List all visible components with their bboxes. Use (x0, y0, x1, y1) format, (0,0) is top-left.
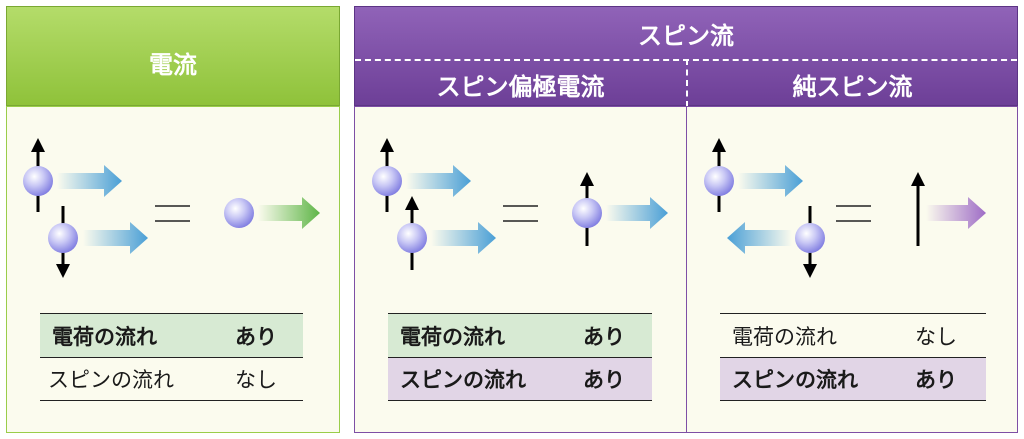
polarized-charge-row: 電荷の流れ あり (388, 314, 652, 357)
equals-sign (836, 205, 871, 222)
equals-sign (155, 205, 190, 222)
current-spin-label: スピンの流れ (48, 367, 174, 392)
electron-no-spin-icon (224, 198, 254, 228)
spin-current-header: スピン流 スピン偏極電流 純スピン流 (354, 6, 1018, 107)
current-charge-value: あり (235, 324, 277, 349)
current-spin-row: スピンの流れ なし (40, 357, 303, 400)
pure-spin-row: スピンの流れ あり (720, 357, 986, 400)
electron-spin-up-icon (572, 172, 602, 246)
pure-table-line-top (720, 313, 986, 314)
blue-arrow-right-icon (406, 165, 471, 197)
pure-charge-value: なし (915, 324, 957, 349)
current-table-line-mid (40, 357, 303, 358)
electron-spin-up-icon (397, 196, 427, 270)
electron-spin-up-icon (372, 138, 402, 212)
blue-arrow-left-icon (727, 222, 792, 254)
electron-spin-down-icon (795, 206, 825, 278)
current-charge-label: 電荷の流れ (52, 324, 157, 349)
electron-spin-down-icon (48, 206, 78, 278)
polarized-table-line-bottom (388, 400, 652, 401)
blue-arrow-right-icon (431, 222, 496, 254)
polarized-charge-value: あり (583, 324, 625, 349)
polarized-spin-row: スピンの流れ あり (388, 357, 652, 400)
pure-spin-value: あり (915, 367, 957, 392)
pure-charge-label: 電荷の流れ (732, 324, 837, 349)
pure-spin-label: スピンの流れ (732, 367, 858, 392)
equals-sign (503, 205, 538, 222)
polarized-spin-value: あり (583, 367, 625, 392)
blue-arrow-right-icon (738, 165, 803, 197)
purple-arrow-right-icon (926, 197, 986, 229)
electron-spin-up-icon (704, 138, 734, 212)
current-charge-row: 電荷の流れ あり (40, 314, 303, 357)
pure-table-line-bottom (720, 400, 986, 401)
pure-table-line-mid (720, 357, 986, 358)
green-arrow-right-icon (258, 197, 320, 229)
electron-spin-up-icon (23, 138, 53, 212)
spin-up-arrow-icon (911, 172, 925, 246)
current-table-line-bottom (40, 400, 303, 401)
pure-spin-current-title: 純スピン流 (792, 73, 913, 101)
current-spin-value: なし (235, 367, 277, 392)
header-dashed-vertical (686, 59, 688, 107)
current-table-line-top (40, 313, 303, 314)
current-header: 電流 (6, 6, 340, 106)
blue-arrow-right-icon (606, 197, 668, 229)
pure-charge-row: 電荷の流れ なし (720, 314, 986, 357)
blue-arrow-right-icon (83, 222, 148, 254)
polarized-table-line-top (388, 313, 652, 314)
polarized-charge-label: 電荷の流れ (400, 324, 505, 349)
spin-current-title: スピン流 (638, 22, 734, 50)
polarized-spin-label: スピンの流れ (400, 367, 526, 392)
blue-arrow-right-icon (57, 165, 122, 197)
polarized-table-line-mid (388, 357, 652, 358)
current-header-title: 電流 (149, 51, 197, 79)
polarized-current-title: スピン偏極電流 (436, 73, 605, 101)
